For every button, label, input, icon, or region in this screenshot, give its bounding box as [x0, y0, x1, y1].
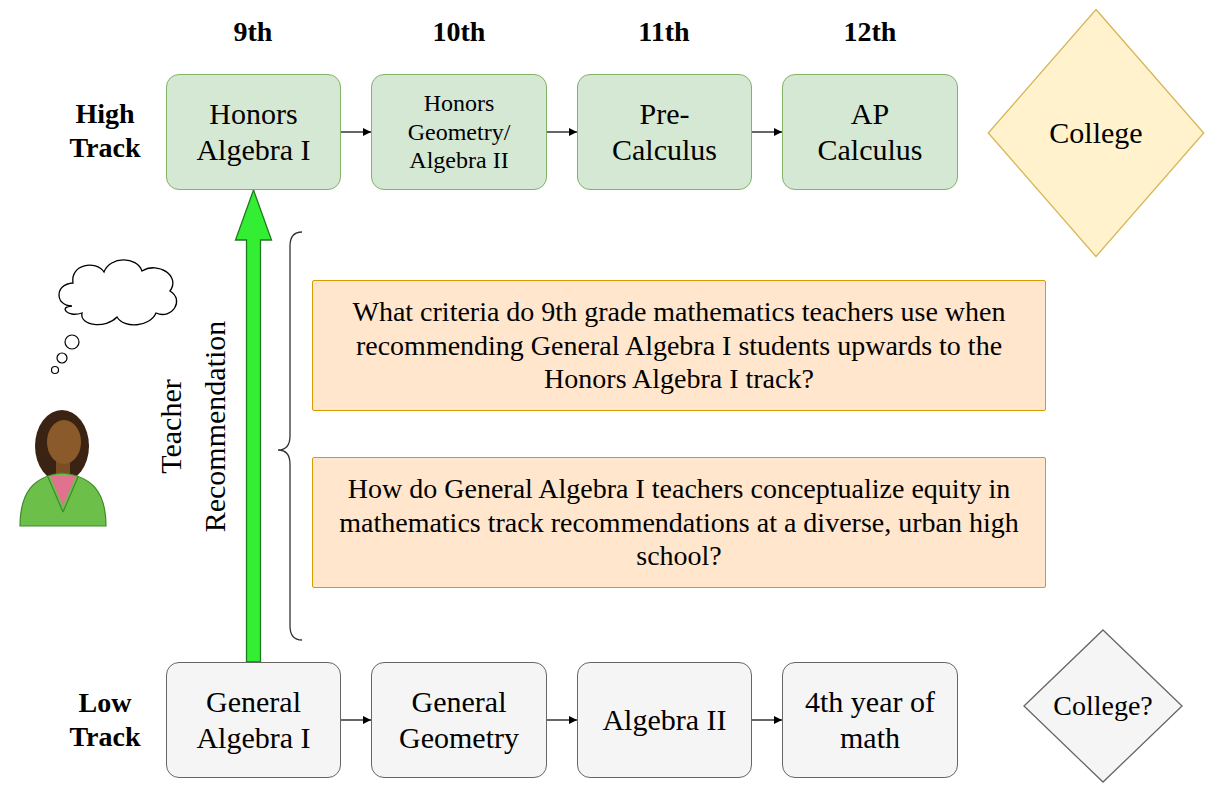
- curly-brace: [278, 232, 302, 640]
- node-text: General Geometry: [386, 684, 532, 756]
- thought-bubble: [57, 353, 67, 363]
- thought-bubble: [52, 367, 59, 374]
- node-text: Honors Algebra I: [181, 96, 326, 168]
- teacher-face: [47, 420, 81, 464]
- outcome-diamond: College?: [1023, 629, 1183, 783]
- thought-bubble: [65, 335, 79, 349]
- edge-label: Teacher Recommendation: [148, 306, 235, 546]
- course-box: General Algebra I: [166, 662, 341, 778]
- question-box: How do General Algebra I teachers concep…: [312, 457, 1046, 588]
- course-box: General Geometry: [371, 662, 547, 778]
- diamond-shape: [988, 10, 1203, 257]
- node-text: Algebra II: [602, 702, 726, 738]
- flow-arrow: [752, 719, 782, 720]
- teacher-jacket: [20, 473, 106, 526]
- diamond-shape: [1024, 630, 1182, 782]
- course-box: Honors Geometry/ Algebra II: [371, 74, 547, 190]
- course-box: 4th year of math: [782, 662, 958, 778]
- node-text: 4th year of math: [797, 684, 943, 756]
- grade-header: 9th: [193, 15, 313, 49]
- grade-header: 11th: [604, 15, 724, 49]
- grade-header: 12th: [810, 15, 930, 49]
- thought-cloud: [59, 260, 177, 325]
- block-arrow: [236, 190, 272, 662]
- teacher-hair: [35, 410, 89, 482]
- grade-header: 10th: [399, 15, 519, 49]
- teacher-lapel: [48, 477, 78, 512]
- node-text: College: [1049, 115, 1142, 151]
- course-box: Pre-Calculus: [577, 74, 752, 190]
- outcome-diamond: College: [987, 8, 1205, 258]
- question-box: What criteria do 9th grade mathematics t…: [312, 280, 1046, 411]
- flow-arrow: [547, 131, 577, 132]
- track-label: Low Track: [59, 686, 151, 753]
- node-text: What criteria do 9th grade mathematics t…: [327, 295, 1031, 396]
- course-box: AP Calculus: [782, 74, 958, 190]
- flow-arrow: [547, 719, 577, 720]
- flow-arrow: [341, 719, 371, 720]
- course-box: Algebra II: [577, 662, 752, 778]
- node-text: AP Calculus: [797, 96, 943, 168]
- node-text: Pre-Calculus: [592, 96, 737, 168]
- node-text: College?: [1053, 689, 1153, 723]
- node-text: Honors Geometry/ Algebra II: [386, 89, 532, 175]
- node-text: How do General Algebra I teachers concep…: [327, 472, 1031, 573]
- flow-arrow: [341, 131, 371, 132]
- flow-arrow: [752, 131, 782, 132]
- course-box: Honors Algebra I: [166, 74, 341, 190]
- node-text: General Algebra I: [181, 684, 326, 756]
- track-label: High Track: [59, 97, 151, 164]
